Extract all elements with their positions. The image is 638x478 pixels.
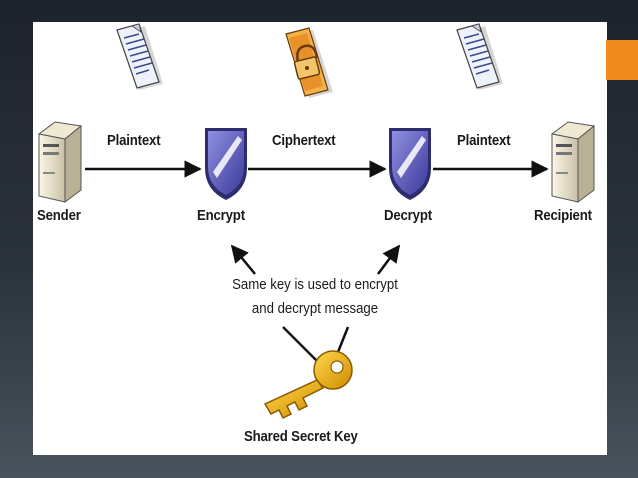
note-line-1: Same key is used to encrypt: [232, 276, 398, 293]
node-label-recipient: Recipient: [534, 207, 592, 224]
connector-key-left: [282, 326, 319, 363]
sender-server-icon: [37, 121, 83, 203]
decrypt-shield-icon: [389, 128, 431, 200]
edge-label-ciphertext: Ciphertext: [272, 132, 336, 149]
key-icon: [263, 350, 353, 420]
note-line-2: and decrypt message: [251, 300, 379, 317]
accent-bar: [606, 40, 638, 80]
recipient-server-icon: [550, 121, 596, 203]
node-label-decrypt: Decrypt: [384, 207, 432, 224]
plaintext-document-icon-right: [456, 23, 503, 90]
key-label: Shared Secret Key: [244, 428, 358, 445]
arrow-note-to-decrypt: [377, 244, 401, 275]
encrypt-shield-icon: [205, 128, 247, 200]
plaintext-document-icon-left: [116, 23, 163, 90]
node-label-encrypt: Encrypt: [197, 207, 245, 224]
connector-key-right: [336, 326, 350, 353]
arrow-note-to-encrypt: [230, 244, 256, 275]
node-label-sender: Sender: [37, 207, 81, 224]
edge-label-plaintext-out: Plaintext: [457, 132, 511, 149]
encryption-diagram: Plaintext Ciphertext Plaintext Sender En…: [33, 22, 607, 455]
edge-label-plaintext-in: Plaintext: [107, 132, 161, 149]
locked-document-icon: [285, 27, 333, 98]
diagram-graphics: [37, 23, 596, 420]
